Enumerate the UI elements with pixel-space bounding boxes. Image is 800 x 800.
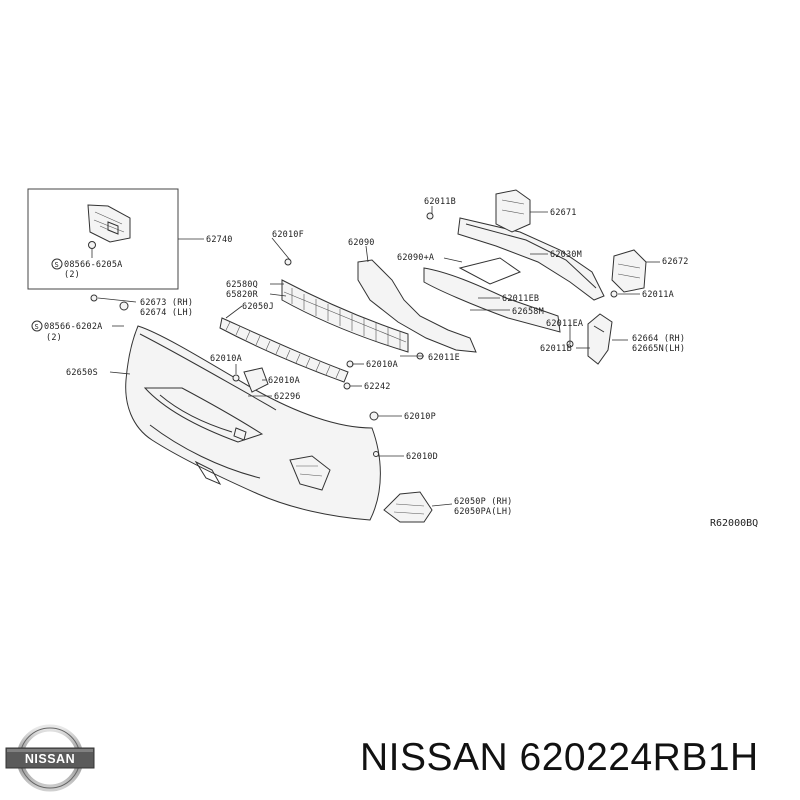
label-62010A-3: 62010A [366,360,398,370]
label-62090: 62090 [348,238,375,248]
clip-icon [119,301,129,311]
label-08566-qty: (2) [46,333,62,343]
label-62672: 62672 [662,257,689,267]
clip-icon [284,258,292,266]
side-bracket [587,313,613,365]
label-62050J: 62050J [242,302,274,312]
part-labels: 62010F 62090 62011B 62671 62030M 62090+A… [31,197,758,529]
clip-icon [369,411,379,421]
inset-license-bracket: S 08566-6205A (2) 62740 [27,188,233,290]
svg-text:S: S [55,261,59,269]
label-62010F: 62010F [272,230,304,240]
label-62010A-2: 62010A [268,376,300,386]
label-62050PA: 62050PA(LH) [454,507,513,517]
label-62671: 62671 [550,208,577,218]
clip-icon [610,290,618,298]
bumper-reinforcement [457,189,647,301]
license-bracket-part [87,204,131,243]
label-62580Q: 62580Q [226,280,258,290]
screw-icon [88,241,96,249]
label-62090A: 62090+A [397,253,434,263]
clip-icon [343,382,351,390]
label-62011A: 62011A [642,290,674,300]
label-62740: 62740 [206,235,233,245]
diagram-reference-code: R62000BQ [710,518,758,529]
label-62242: 62242 [364,382,391,392]
bracket-62010A [243,367,269,393]
label-62010P: 62010P [404,412,436,422]
lower-grille [219,317,349,383]
label-65820R: 65820R [226,290,259,300]
stay-62671 [495,189,531,233]
part-number-caption: NISSAN 620224RB1H [360,736,759,779]
inset-screw-code: 08566-6205A [64,260,123,270]
label-62010A-1: 62010A [210,354,242,364]
svg-text:S: S [35,323,39,331]
label-62011EA: 62011EA [546,319,583,329]
label-62296: 62296 [274,392,301,402]
label-62650S: 62650S [66,368,98,378]
label-62010D: 62010D [406,452,438,462]
svg-text:NISSAN: NISSAN [25,752,75,766]
screw-s-symbol-icon [51,258,63,270]
label-62658M: 62658M [512,307,544,317]
label-62011E: 62011E [428,353,460,363]
energy-absorber-62090 [357,259,477,353]
screw-s-symbol-icon [31,320,43,332]
stay-62672 [611,249,647,293]
bumper-fascia [125,325,381,521]
clip-icon [426,212,434,220]
inset-screw-qty: (2) [64,270,80,280]
label-62011B-bottom: 62011B [540,344,572,354]
label-62011B-top: 62011B [424,197,456,207]
label-62011EB: 62011EB [502,294,539,304]
label-62674: 62674 (LH) [140,308,193,318]
label-62664: 62664 (RH) [632,334,685,344]
label-08566-6202A: 08566-6202A [44,322,103,332]
label-62050P: 62050P (RH) [454,497,513,507]
fog-lamp-cover [383,491,433,523]
label-62665N: 62665N(LH) [632,344,685,354]
leader-lines [97,206,660,507]
label-62673: 62673 (RH) [140,298,193,308]
screw-icon [90,294,98,302]
energy-absorber-62090A [423,257,561,333]
nissan-logo-icon: NISSAN [5,724,95,792]
label-62030M: 62030M [550,250,582,260]
upper-grille [281,279,409,353]
clip-icon [373,451,379,457]
clip-icon [232,374,240,382]
